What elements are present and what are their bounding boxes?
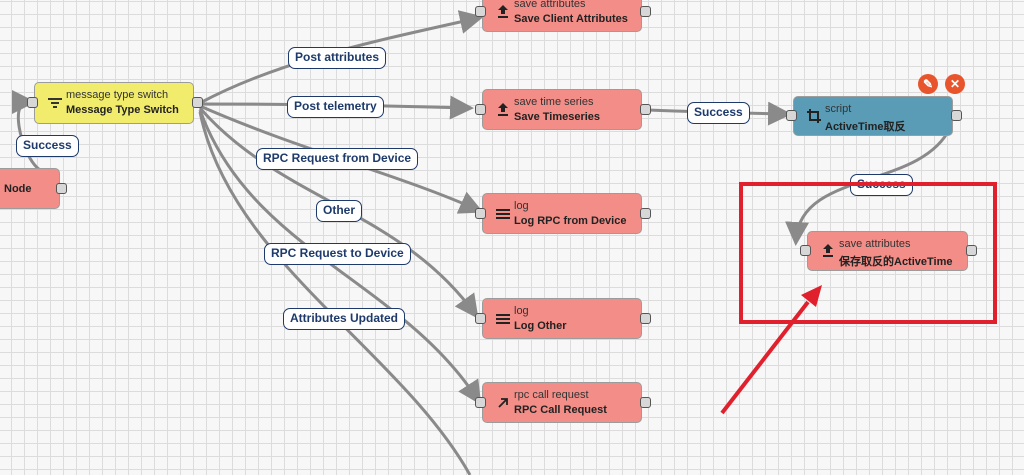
node-log-other[interactable]: log Log Other [475, 298, 651, 339]
input-port[interactable] [475, 6, 486, 17]
upload-icon [818, 241, 838, 261]
output-port[interactable] [640, 6, 651, 17]
node-type: rpc call request [514, 389, 589, 401]
link-label-success-script[interactable]: Success [687, 102, 750, 124]
delete-node-button[interactable]: ✕ [945, 74, 965, 94]
node-type: save attributes [514, 0, 586, 10]
filter-icon [45, 93, 65, 113]
node-save-timeseries[interactable]: save time series Save Timeseries [475, 89, 651, 130]
output-port[interactable] [56, 183, 67, 194]
node-rpc-call-request[interactable]: rpc call request RPC Call Request [475, 382, 651, 423]
node-save-inverted-activetime[interactable]: save attributes 保存取反的ActiveTime [800, 231, 977, 271]
pencil-icon: ✎ [922, 77, 934, 91]
link-label-success[interactable]: Success [16, 135, 79, 157]
node-type: message type switch [66, 89, 169, 101]
edge-rpc-to-device [198, 111, 472, 475]
arrow-up-right-icon [493, 393, 513, 413]
input-port[interactable] [475, 104, 486, 115]
node-type: log [514, 305, 529, 317]
node-name: ActiveTime取反 [825, 121, 906, 133]
input-port[interactable] [475, 313, 486, 324]
input-port[interactable] [786, 110, 797, 121]
node-name: Log Other [514, 320, 567, 332]
link-label-rpc-to-device[interactable]: RPC Request to Device [264, 243, 411, 265]
node-log-rpc-from-device[interactable]: log Log RPC from Device [475, 193, 651, 234]
highlight-box [739, 182, 997, 324]
node-partial-name: Node [4, 183, 32, 195]
link-label-rpc-from-device[interactable]: RPC Request from Device [256, 148, 419, 170]
node-type: script [825, 103, 852, 115]
input-port[interactable] [27, 97, 38, 108]
output-port[interactable] [640, 208, 651, 219]
upload-icon [493, 2, 513, 22]
node-type: log [514, 200, 529, 212]
input-port[interactable] [475, 397, 486, 408]
node-partial[interactable]: Node [0, 168, 67, 209]
node-message-type-switch[interactable]: message type switch Message Type Switch [27, 82, 203, 124]
menu-lines-icon [493, 309, 513, 329]
upload-icon [493, 100, 513, 120]
node-name: Save Timeseries [514, 111, 601, 123]
node-type: save attributes [839, 238, 911, 250]
node-name: Log RPC from Device [514, 215, 627, 227]
node-name: Message Type Switch [66, 104, 179, 116]
node-script-activetime[interactable]: script ActiveTime取反 [786, 96, 962, 136]
link-label-attributes-updated[interactable]: Attributes Updated [283, 308, 405, 330]
node-type: save time series [514, 96, 594, 108]
close-icon: ✕ [949, 77, 961, 91]
node-name: 保存取反的ActiveTime [839, 256, 953, 268]
input-port[interactable] [475, 208, 486, 219]
output-port[interactable] [951, 110, 962, 121]
node-save-client-attributes[interactable]: save attributes Save Client Attributes [475, 0, 651, 32]
link-label-other[interactable]: Other [316, 200, 363, 222]
crop-icon [804, 106, 824, 126]
output-port[interactable] [640, 104, 651, 115]
node-name: RPC Call Request [514, 404, 607, 416]
node-name: Save Client Attributes [514, 13, 628, 25]
menu-lines-icon [493, 204, 513, 224]
input-port[interactable] [800, 245, 811, 256]
output-port[interactable] [966, 245, 977, 256]
output-port[interactable] [192, 97, 203, 108]
edit-node-button[interactable]: ✎ [918, 74, 938, 94]
link-label-post-attributes[interactable]: Post attributes [288, 47, 387, 69]
output-port[interactable] [640, 313, 651, 324]
link-label-post-telemetry[interactable]: Post telemetry [287, 96, 384, 118]
output-port[interactable] [640, 397, 651, 408]
